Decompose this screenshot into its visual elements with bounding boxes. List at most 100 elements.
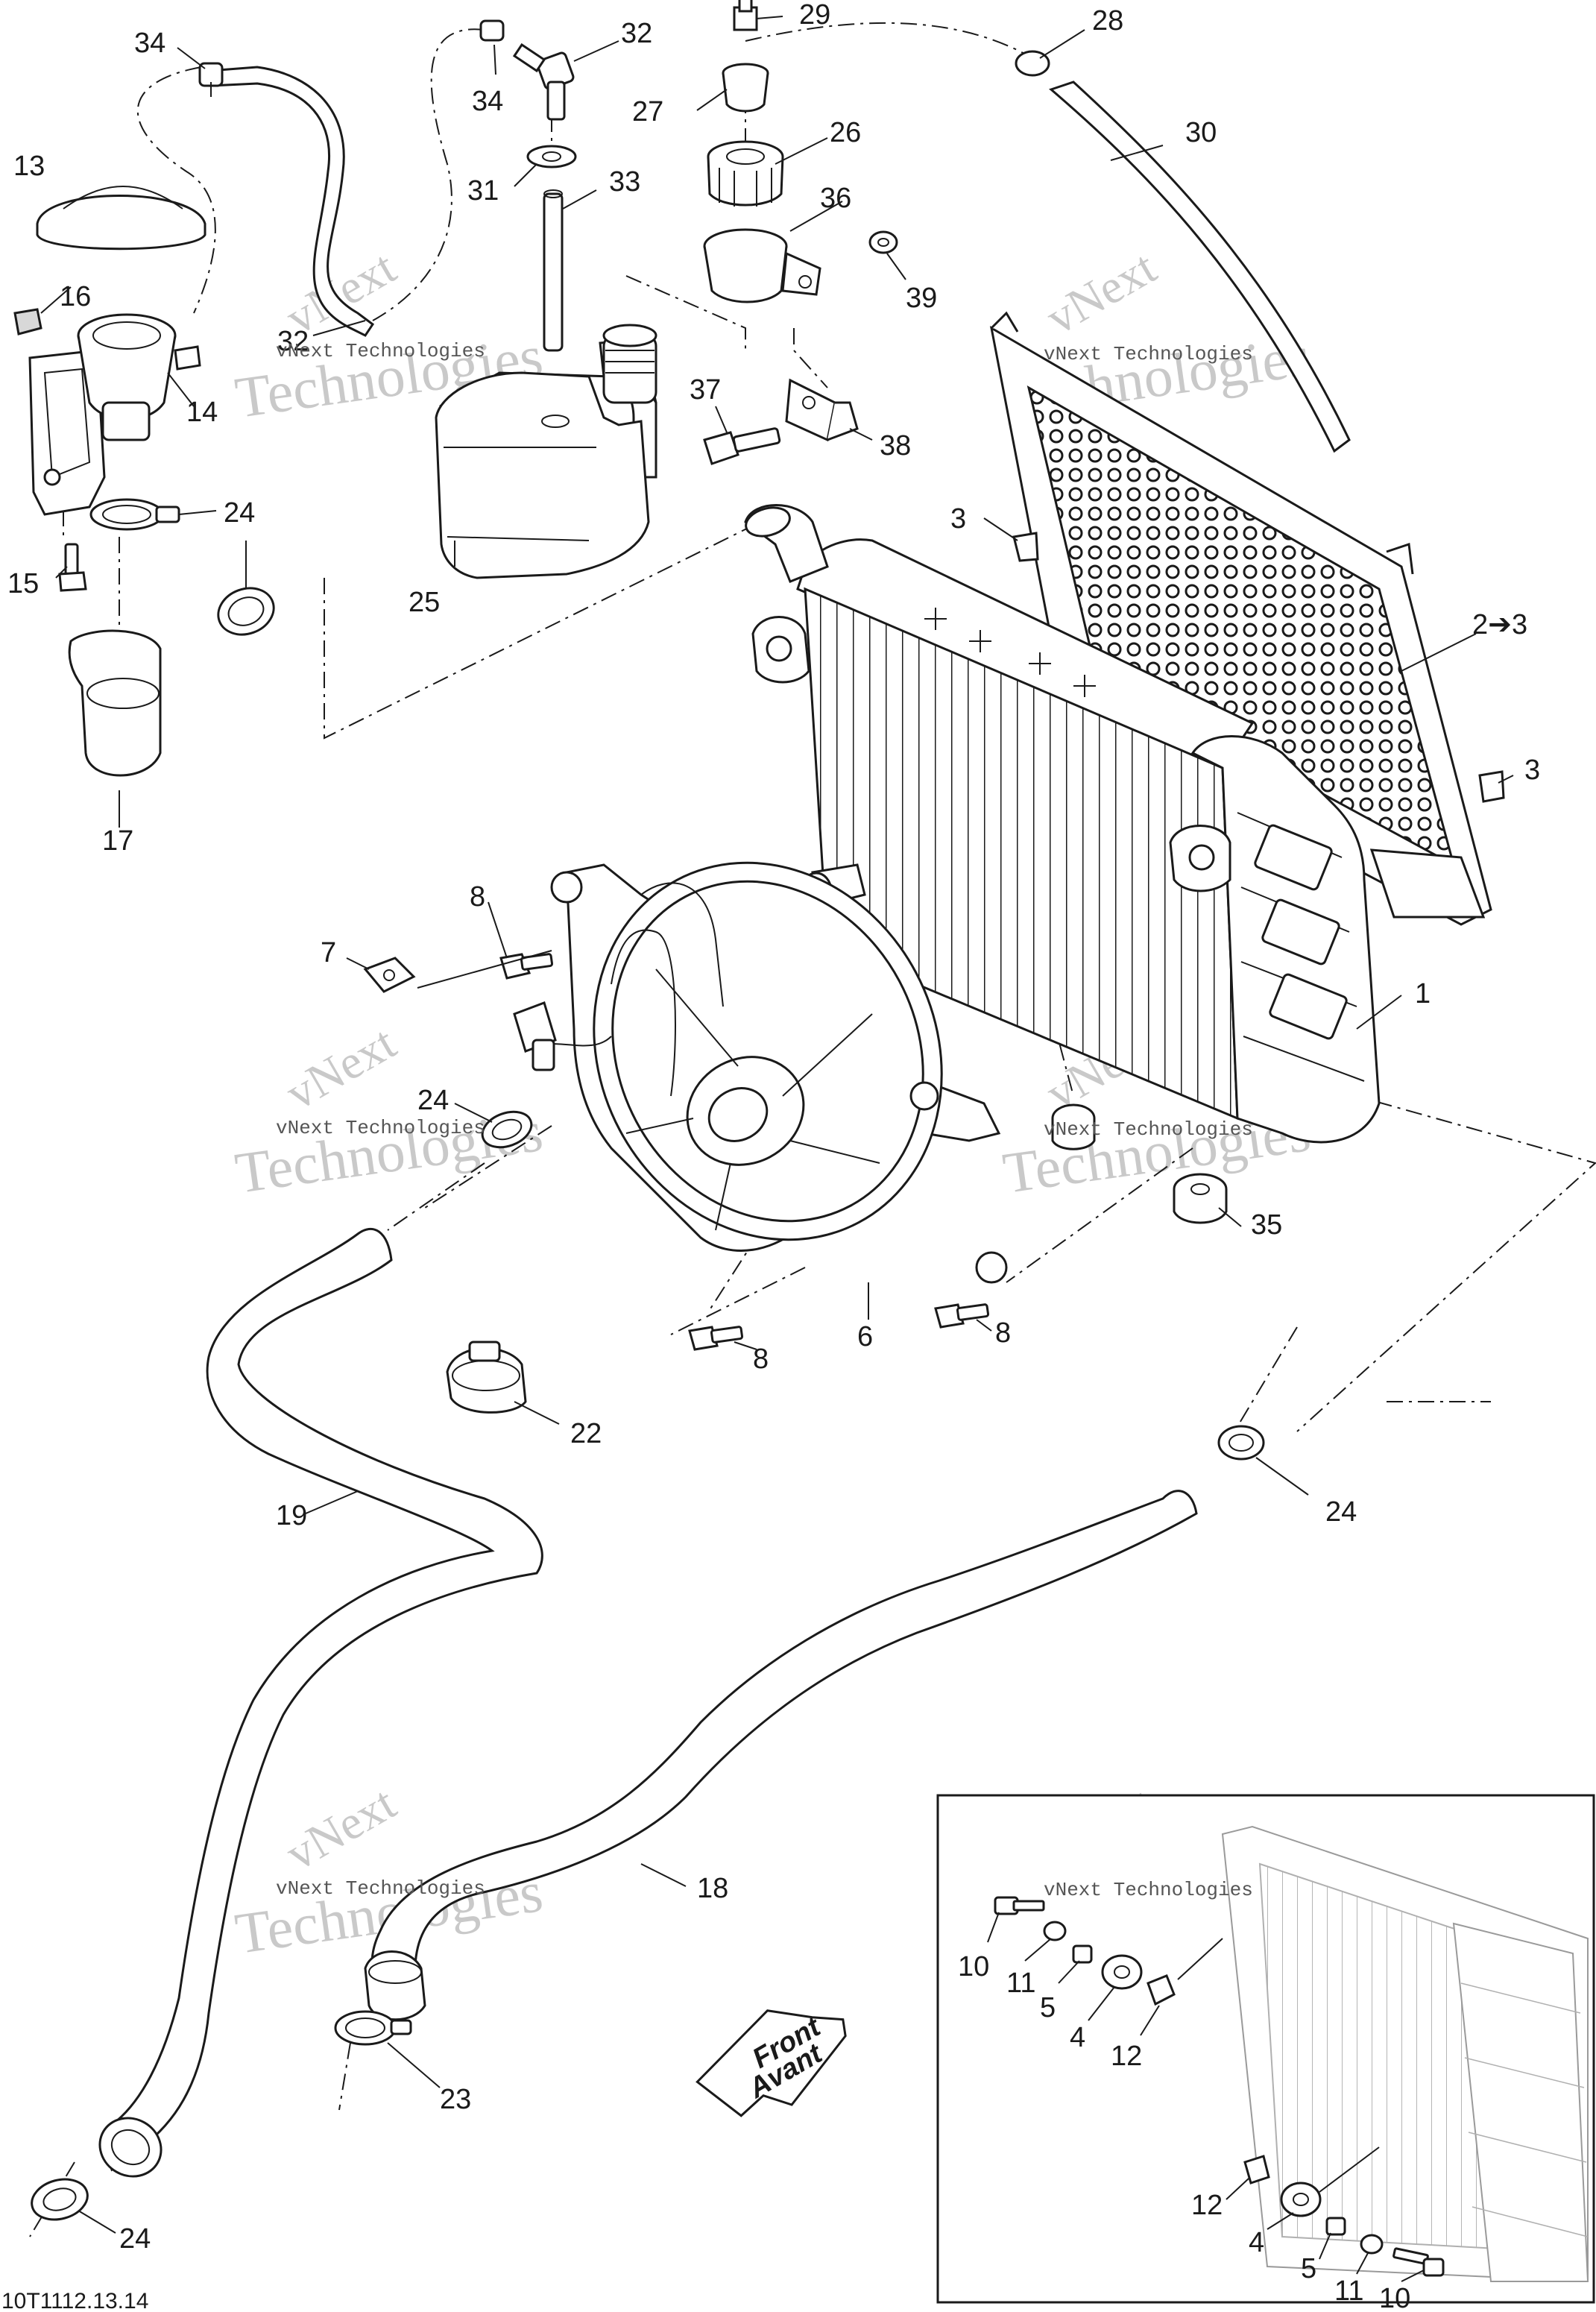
clamp-34-upper bbox=[479, 19, 505, 42]
clamp-24-right bbox=[1217, 1425, 1265, 1461]
callout-16: 16 bbox=[60, 281, 91, 312]
watermark-mark: vNext bbox=[277, 1776, 405, 1880]
callout-1: 1 bbox=[1415, 978, 1431, 1009]
callout-3: 3 bbox=[950, 503, 966, 535]
bolt-8-upper bbox=[499, 953, 554, 980]
inset-hardware-bottom bbox=[1243, 2155, 1445, 2277]
callout-10: 10 bbox=[958, 1951, 989, 1982]
callout-29: 29 bbox=[799, 0, 830, 31]
callout-6: 6 bbox=[857, 1321, 873, 1352]
callout-17: 17 bbox=[102, 825, 133, 857]
cap-16 bbox=[13, 308, 42, 336]
callout-labels: 34 34 32 32 29 28 27 26 30 31 33 36 39 3… bbox=[7, 0, 1540, 2312]
radiator-cap-13 bbox=[36, 186, 206, 251]
clamp-22 bbox=[446, 1341, 527, 1414]
callout-4: 4 bbox=[1070, 2022, 1085, 2053]
callout-18: 18 bbox=[697, 1873, 728, 1904]
callout-22: 22 bbox=[570, 1418, 602, 1449]
inset-hardware-top bbox=[994, 1896, 1176, 2006]
callout-12: 12 bbox=[1191, 2190, 1223, 2221]
callout-4: 4 bbox=[1249, 2227, 1264, 2258]
radiator-grille-2 bbox=[989, 311, 1492, 926]
callout-39: 39 bbox=[906, 283, 937, 314]
callout-35: 35 bbox=[1251, 1209, 1282, 1241]
callout-8: 8 bbox=[470, 881, 485, 913]
clip-3-upper bbox=[1012, 532, 1039, 562]
callout-24: 24 bbox=[119, 2223, 151, 2255]
callout-32: 32 bbox=[621, 18, 652, 49]
callout-37: 37 bbox=[690, 374, 721, 406]
bushing-27 bbox=[722, 63, 769, 113]
clamp-24-upper-left bbox=[89, 498, 180, 531]
nut-7 bbox=[363, 957, 416, 993]
callout-38: 38 bbox=[880, 430, 911, 462]
callout-30: 30 bbox=[1185, 117, 1217, 148]
bracket-36 bbox=[703, 228, 821, 303]
callout-25: 25 bbox=[409, 587, 440, 618]
callout-33: 33 bbox=[609, 166, 640, 198]
callout-3: 3 bbox=[1524, 755, 1540, 786]
watermark-caption: vNext Technologies bbox=[1044, 343, 1253, 365]
nut-26 bbox=[707, 140, 784, 207]
clip-3-lower bbox=[1478, 770, 1505, 803]
callout-11: 11 bbox=[1006, 1968, 1035, 1999]
watermark-caption: vNext Technologies bbox=[276, 340, 485, 362]
overflow-hose-assembly bbox=[198, 62, 375, 337]
callout-24: 24 bbox=[224, 497, 255, 529]
clamp-24-left-second bbox=[217, 587, 275, 636]
inset-mounting-detail bbox=[936, 1794, 1595, 2304]
hose-17 bbox=[68, 629, 162, 777]
callout-14: 14 bbox=[186, 397, 218, 428]
screw-15 bbox=[58, 543, 87, 592]
watermark-captions: vNext Technologies vNext Technologies vN… bbox=[276, 340, 1253, 1901]
callout-10: 10 bbox=[1379, 2283, 1410, 2312]
callout-7: 7 bbox=[321, 937, 336, 968]
callout-26: 26 bbox=[830, 117, 861, 148]
callout-2-3: 2➔3 bbox=[1472, 609, 1527, 640]
watermark-caption: vNext Technologies bbox=[1044, 1879, 1253, 1901]
callout-31: 31 bbox=[467, 175, 499, 207]
callout-34: 34 bbox=[472, 86, 503, 117]
clamp-24-mid bbox=[481, 1110, 533, 1149]
watermark-caption: vNext Technologies bbox=[1044, 1118, 1253, 1141]
fitting-29 bbox=[733, 0, 758, 31]
hose-19 bbox=[98, 1227, 543, 2178]
callout-15: 15 bbox=[7, 568, 39, 599]
callout-8: 8 bbox=[995, 1317, 1011, 1349]
fitting-32 bbox=[512, 42, 575, 121]
hose-30 bbox=[1049, 81, 1351, 453]
leader-lines bbox=[40, 16, 1514, 2282]
callout-13: 13 bbox=[13, 151, 45, 182]
radiator-core-markers bbox=[924, 608, 1096, 697]
bolt-37 bbox=[703, 427, 781, 465]
front-direction-arrow: Front Avant bbox=[696, 2009, 847, 2117]
filler-neck-14 bbox=[28, 313, 201, 516]
tube-33 bbox=[543, 189, 564, 352]
bracket-38 bbox=[785, 378, 859, 442]
bolt-8-lower-right bbox=[934, 1303, 990, 1329]
grommet-31 bbox=[526, 145, 577, 168]
callout-11: 11 bbox=[1334, 2275, 1363, 2307]
callout-5: 5 bbox=[1301, 2253, 1316, 2284]
callout-8: 8 bbox=[753, 1344, 769, 1375]
radiator-1 bbox=[744, 504, 1381, 1144]
callout-36: 36 bbox=[820, 183, 851, 214]
watermark-caption: vNext Technologies bbox=[276, 1117, 485, 1139]
callout-24: 24 bbox=[1325, 1496, 1357, 1528]
callout-12: 12 bbox=[1111, 2041, 1142, 2072]
watermark-caption: vNext Technologies bbox=[276, 1877, 485, 1900]
grommet-35-upper bbox=[1051, 1103, 1096, 1150]
clamp-23 bbox=[334, 2010, 412, 2046]
watermark-mark: vNext bbox=[1038, 240, 1165, 344]
diagram-code: 10T1112.13.14 bbox=[1, 2289, 148, 2312]
cooling-fan-6 bbox=[513, 861, 1008, 1284]
callout-19: 19 bbox=[276, 1500, 307, 1531]
callout-27: 27 bbox=[632, 96, 663, 127]
grommet-35-lower bbox=[1173, 1173, 1228, 1224]
washer-39 bbox=[868, 230, 898, 254]
callout-32: 32 bbox=[277, 326, 309, 357]
callout-24: 24 bbox=[417, 1085, 449, 1116]
watermark-mark: vNext bbox=[277, 1015, 405, 1120]
callout-34: 34 bbox=[134, 28, 165, 59]
